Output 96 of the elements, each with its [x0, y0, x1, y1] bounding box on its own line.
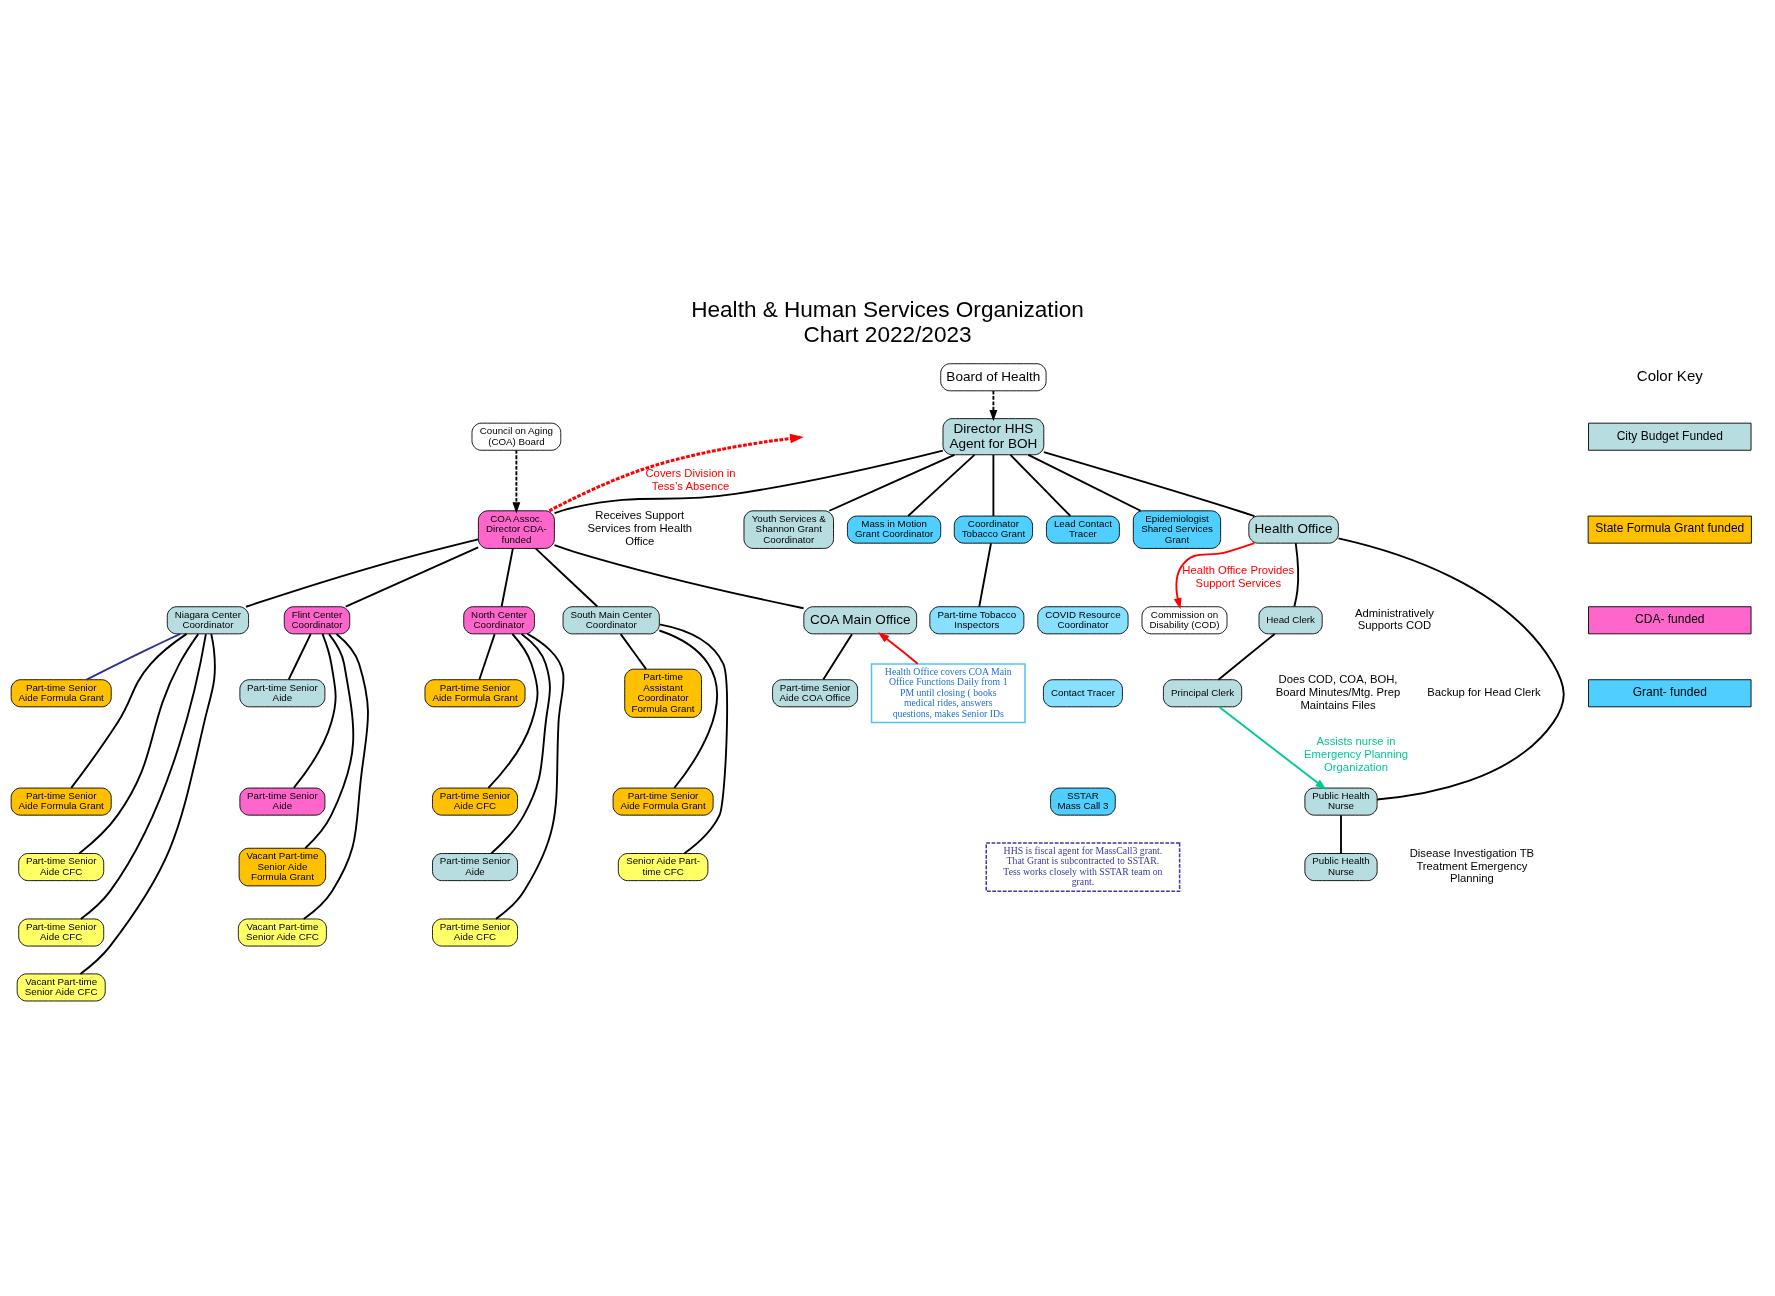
node-box: Health Office covers COA Main Office Functions Daily from 1 PM until closing ( books medical rides, answers questions, makes Senior IDs	[870, 662, 1026, 723]
node-box: Director HHS Agent for BOH	[942, 417, 1045, 455]
arrow	[1218, 705, 1327, 790]
connector	[344, 546, 480, 608]
connector	[1043, 450, 1256, 517]
node-box: Vacant Part-time Senior Aide CFC	[16, 972, 106, 1001]
label: Color Key	[1636, 366, 1703, 384]
connector	[287, 632, 312, 680]
node-box: Part-time Senior Aide	[239, 787, 326, 816]
node-box: Council on Aging (COA) Board	[471, 422, 562, 451]
connector	[1217, 632, 1276, 681]
connector	[495, 632, 565, 920]
node-box: COVID Resource Coordinator	[1037, 605, 1129, 634]
node-box: Lead Contact Tracer	[1046, 515, 1120, 544]
connector	[1009, 453, 1072, 517]
node-box: Part-time Senior Aide Formula Grant	[612, 787, 714, 816]
node-box: Part-time Senior Aide	[432, 852, 518, 881]
node-box: Vacant Part-time Senior Aide CFC	[237, 918, 327, 947]
node-box: COA Main Office	[803, 605, 918, 634]
node-box: Youth Services & Shannon Grant Coordinator	[743, 509, 834, 549]
connector	[78, 632, 200, 854]
connector	[302, 632, 369, 920]
node-box: Part-time Senior Aide	[239, 678, 326, 707]
connector	[822, 632, 853, 680]
node-box: Niagara Center Coordinator	[166, 605, 249, 634]
node-box: Part-time Senior Aide CFC	[432, 918, 518, 947]
connector	[478, 632, 496, 680]
diagram-title: Health & Human Services Organization Chart 2022/2023	[691, 296, 1084, 347]
connector	[85, 632, 182, 681]
connector	[1027, 453, 1142, 512]
node-box: Board of Health	[940, 362, 1047, 391]
node-box: Coordinator Tobacco Grant	[953, 515, 1033, 544]
connector	[828, 453, 956, 512]
legend-label: State Formula Grant funded	[1595, 520, 1745, 535]
node-box: Public Health Nurse	[1304, 787, 1378, 816]
node-box: Flint Center Coordinator	[283, 605, 351, 634]
node-box: Principal Clerk	[1163, 678, 1243, 707]
connector	[534, 547, 599, 607]
arrow	[1173, 541, 1256, 609]
edge-label: Covers Division in Tess’s Absence	[645, 466, 736, 492]
arrow	[989, 389, 998, 421]
node-label: Receives Support Services from Health Office	[587, 508, 693, 547]
node-box: Part-time Assistant Coordinator Formula Grant	[624, 668, 702, 718]
edge-label: Assists nurse in Emergency Planning Organization	[1304, 734, 1409, 773]
node-label: Administratively Supports COD	[1354, 606, 1434, 631]
node-box: Part-time Senior Aide CFC	[432, 787, 518, 816]
connector	[79, 632, 207, 920]
node-box: Senior Aide Part-time CFC	[617, 852, 709, 881]
connector	[992, 453, 995, 517]
node-box: Mass in Motion Grant Coordinator	[847, 515, 942, 544]
node-box: Part-time Senior Aide Formula Grant	[424, 678, 526, 707]
node-box: Part-time Senior Aide Formula Grant	[10, 678, 112, 707]
connector	[1340, 813, 1342, 854]
node-box: SSTAR Mass Call 3	[1050, 787, 1116, 816]
node-box: Part-time Senior Aide CFC	[18, 918, 105, 947]
node-box: Part-time Senior Aide Formula Grant	[10, 787, 112, 816]
arrow	[512, 448, 521, 513]
node-box: Public Health Nurse	[1304, 852, 1378, 881]
node-box: North Center Coordinator	[463, 605, 535, 634]
connector	[907, 453, 976, 517]
node-box: Part-time Tobacco Inspectors	[929, 605, 1025, 634]
node-label: Backup for Head Clerk	[1427, 685, 1541, 698]
connector	[70, 632, 188, 789]
connector	[658, 629, 718, 789]
connector	[79, 632, 216, 975]
node-box: Commission on Disability (COD)	[1141, 605, 1228, 634]
connector	[553, 543, 805, 609]
node-box: Contact Tracer	[1043, 678, 1123, 707]
node-box: Head Clerk	[1258, 605, 1323, 634]
connector	[658, 622, 728, 854]
connector	[487, 632, 539, 789]
node-box: COA Assoc. Director CDA-funded	[477, 509, 555, 549]
connector	[490, 632, 551, 854]
node-box: Part-time Senior Aide CFC	[18, 852, 105, 881]
connector	[1293, 541, 1300, 607]
connector	[553, 449, 944, 514]
node-label: Disease Investigation TB Treatment Emergency Planning	[1409, 846, 1535, 884]
node-box: Vacant Part-time Senior Aide Formula Grant	[238, 847, 327, 886]
legend-label: City Budget Funded	[1616, 428, 1723, 443]
connector	[500, 547, 514, 607]
node-label: Does COD, COA, BOH, Board Minutes/Mtg. Prep Maintains Files	[1275, 672, 1401, 711]
connector	[292, 632, 337, 789]
connector	[245, 538, 480, 608]
connector	[1337, 536, 1565, 800]
node-box: Epidemiologist Shared Services Grant	[1132, 509, 1222, 549]
connector	[978, 541, 992, 607]
node-box: Health Office	[1248, 515, 1339, 544]
connector	[619, 632, 648, 670]
connector	[304, 632, 355, 849]
arrow	[877, 631, 919, 665]
legend-label: Grant- funded	[1632, 684, 1707, 699]
edge-label: Health Office Provides Support Services	[1182, 563, 1295, 589]
node-box: Part-time Senior Aide COA Office	[772, 678, 859, 707]
node-box: South Main Center Coordinator	[562, 605, 660, 634]
node-box: HHS is fiscal agent for MassCall3 grant. That Grant is subcontracted to SSTAR. Tess works closely with SSTAR team on grant.	[985, 841, 1181, 892]
legend-label: CDA- funded	[1635, 611, 1705, 626]
